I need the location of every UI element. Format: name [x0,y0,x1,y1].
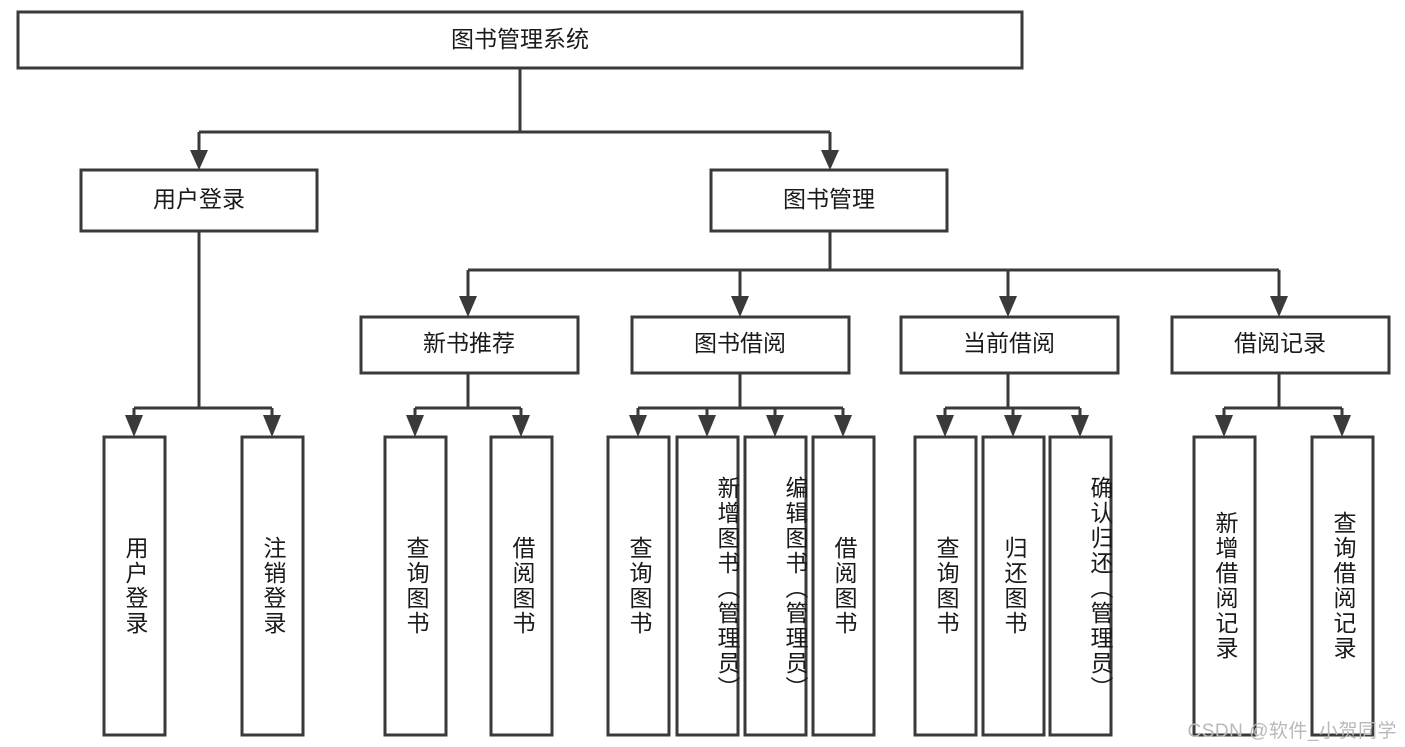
arrow-head-bookborrow-leaf-4 [834,415,852,437]
node-label-new-book-recommend: 新书推荐 [423,330,515,356]
node-box-current-borrow[interactable] [899,315,1120,375]
node-box-leaf-borrow-book[interactable] [811,435,876,737]
arrow-head-currentborrow-leaf-2 [1004,415,1022,437]
arrow-head-book-borrow [731,296,749,317]
node-label-borrow-record: 借阅记录 [1234,330,1326,356]
connector-group-root-to-level2 [190,68,839,170]
arrow-head-bookborrow-leaf-3 [766,415,784,437]
arrow-head-user-login [190,150,208,170]
node-box-root[interactable] [16,10,1024,70]
node-box-leaf-borrow-book-new[interactable] [489,435,554,737]
arrow-head-book-manage [821,150,839,170]
node-label-user-login: 用户登录 [153,186,245,212]
node-box-leaf-add-book[interactable] [675,435,740,737]
arrow-head-leaf-logout [263,415,281,437]
arrow-head-newbook-leaf-2 [512,415,530,437]
node-box-leaf-return-book[interactable] [981,435,1046,737]
node-box-leaf-confirm-return[interactable] [1048,435,1113,737]
node-label-book-borrow: 图书借阅 [694,330,786,356]
node-box-borrow-record[interactable] [1170,315,1391,375]
arrow-head-new-book [459,296,477,317]
node-box-leaf-query-book-current[interactable] [913,435,978,737]
connector-group-bookborrow-to-leaves [629,373,852,437]
arrow-head-borrowrecord-leaf-1 [1215,415,1233,437]
arrow-head-newbook-leaf-1 [406,415,424,437]
node-box-leaf-query-book-new[interactable] [383,435,448,737]
connector-group-currentborrow-to-leaves [936,373,1089,437]
arrow-head-leaf-user-login [125,415,143,437]
node-box-leaf-logout[interactable] [240,435,305,737]
node-box-leaf-edit-book[interactable] [743,435,808,737]
arrow-head-bookborrow-leaf-2 [698,415,716,437]
connector-group-userlogin-to-leaves [125,231,281,437]
node-box-leaf-query-record[interactable] [1310,435,1375,737]
node-box-book-manage[interactable] [709,168,949,233]
arrow-head-borrowrecord-leaf-2 [1333,415,1351,437]
arrow-head-borrow-record [1270,296,1288,317]
connector-group-borrowrecord-to-leaves [1215,373,1351,437]
node-box-user-login[interactable] [79,168,319,233]
watermark-text: CSDN @软件_小贺同学 [1187,721,1397,742]
node-box-book-borrow[interactable] [630,315,851,375]
connector-group-bookmanage-to-level3 [459,231,1288,317]
node-box-new-book-recommend[interactable] [359,315,580,375]
node-label-book-manage: 图书管理 [783,186,875,212]
node-box-leaf-user-login[interactable] [102,435,167,737]
node-label-root: 图书管理系统 [451,26,589,52]
arrow-head-currentborrow-leaf-1 [936,415,954,437]
arrow-head-bookborrow-leaf-1 [629,415,647,437]
arrow-head-current-borrow [999,296,1017,317]
arrow-head-currentborrow-leaf-3 [1071,415,1089,437]
connector-group-newbook-to-leaves [406,373,530,437]
node-box-leaf-add-record[interactable] [1192,435,1257,737]
node-box-leaf-query-book-borrow[interactable] [606,435,671,737]
node-label-current-borrow: 当前借阅 [963,330,1055,356]
